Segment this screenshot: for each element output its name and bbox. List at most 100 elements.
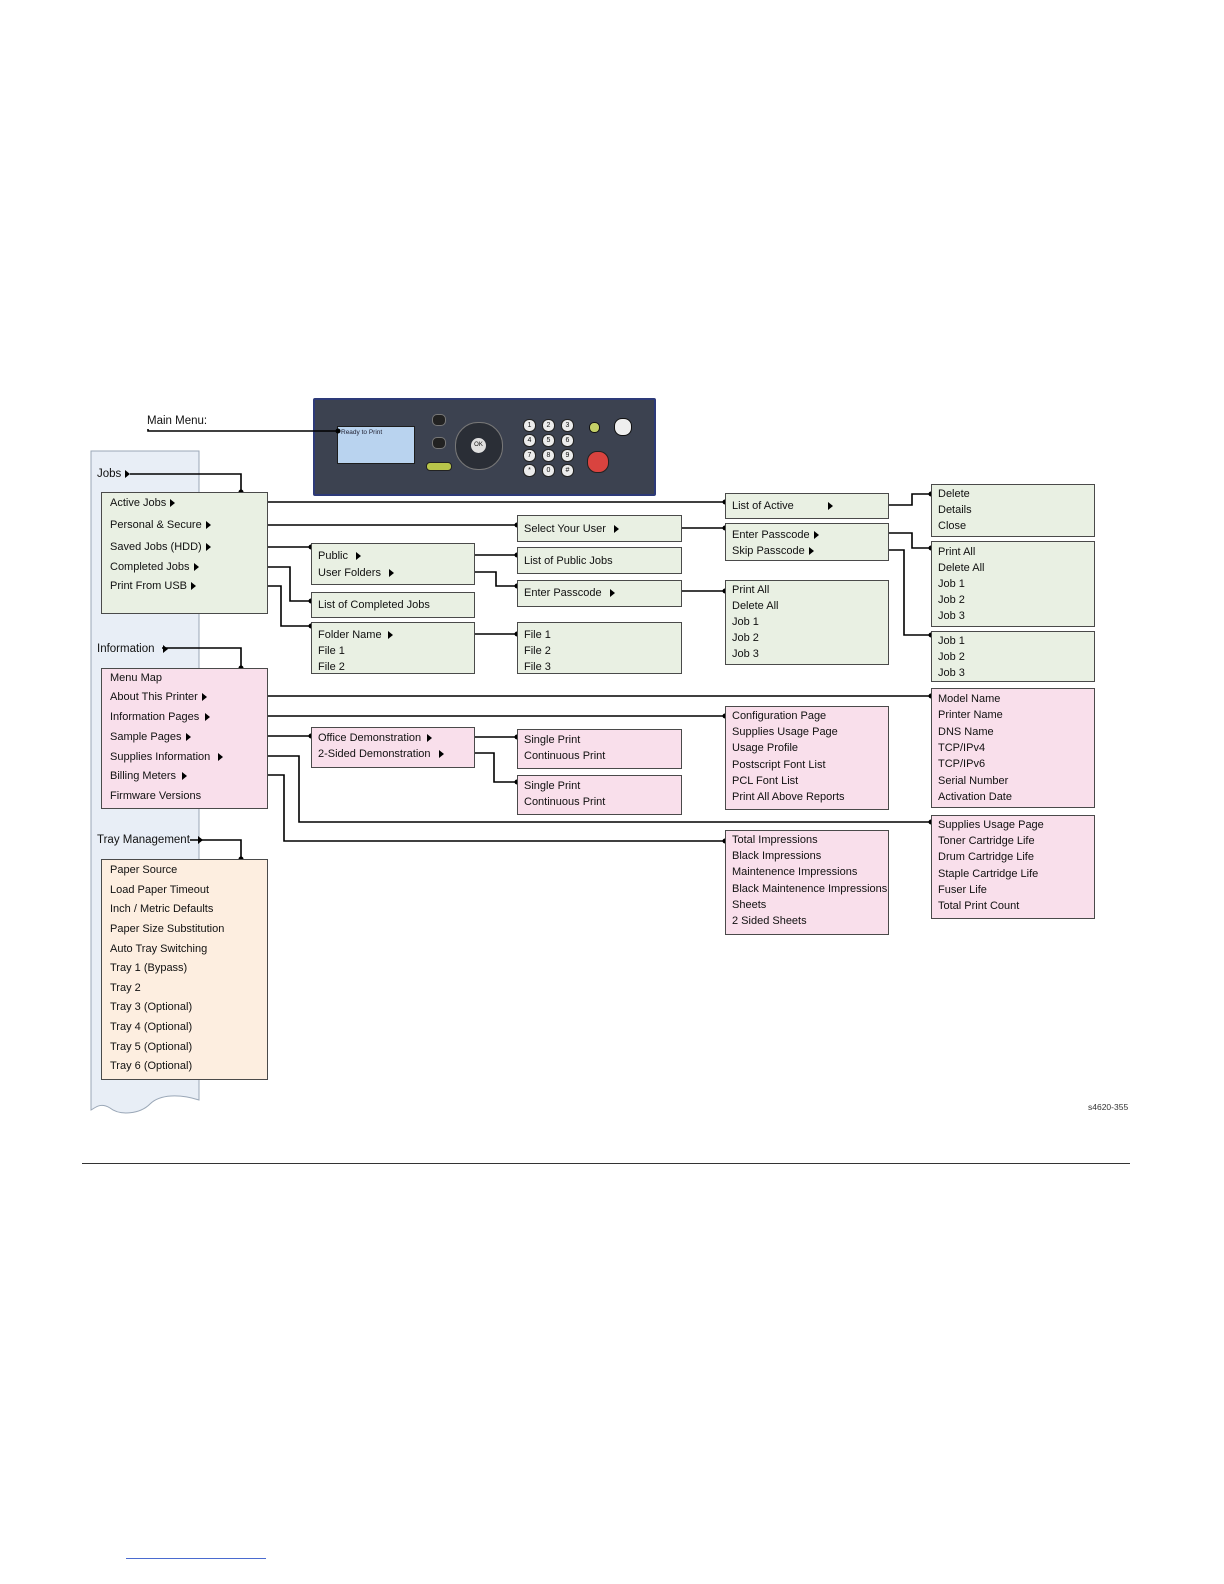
skip-jobs-box: Job 1 Job 2 Job 3 bbox=[931, 631, 1095, 682]
chevron-right-icon bbox=[613, 525, 619, 534]
menu-item-2-sided-demonstration[interactable]: 2-Sided Demonstration bbox=[318, 747, 444, 761]
list-item[interactable]: PCL Font List bbox=[732, 775, 799, 787]
list-item[interactable]: Single Print bbox=[524, 734, 581, 746]
ok-button[interactable]: OK bbox=[471, 438, 486, 453]
list-item[interactable]: Job 3 bbox=[732, 648, 759, 660]
keypad-key[interactable]: 0 bbox=[542, 464, 555, 477]
menu-item-print-from-usb[interactable]: Print From USB bbox=[110, 579, 197, 593]
keypad-key[interactable]: 9 bbox=[561, 449, 574, 462]
list-item[interactable]: Job 2 bbox=[732, 632, 759, 644]
menu-item-skip-passcode[interactable]: Skip Passcode bbox=[732, 544, 814, 558]
list-item[interactable]: Usage Profile bbox=[732, 742, 799, 754]
menu-item-select-your-user[interactable]: Select Your User bbox=[524, 522, 619, 536]
list-item[interactable]: Job 2 bbox=[938, 651, 965, 663]
stop-button[interactable] bbox=[587, 451, 609, 473]
menu-tray-management[interactable]: Tray Management bbox=[97, 833, 203, 847]
figure-id: s4620-355 bbox=[1088, 1102, 1129, 1112]
menu-item-menu-map[interactable]: Menu Map bbox=[110, 672, 162, 684]
menu-item-auto-tray-switching[interactable]: Auto Tray Switching bbox=[110, 943, 208, 955]
keypad-key[interactable]: 7 bbox=[523, 449, 536, 462]
list-item[interactable]: Job 1 bbox=[732, 616, 759, 628]
menu-item-tray-1[interactable]: Tray 1 (Bypass) bbox=[110, 962, 188, 974]
menu-item-tray-5[interactable]: Tray 5 (Optional) bbox=[110, 1041, 193, 1053]
list-item[interactable]: Print All Above Reports bbox=[732, 791, 845, 803]
menu-item-folder-name[interactable]: Folder Name bbox=[318, 628, 393, 642]
list-item[interactable]: Job 3 bbox=[938, 667, 965, 679]
menu-item-paper-size-substitution[interactable]: Paper Size Substitution bbox=[110, 923, 225, 935]
menu-item-completed-jobs[interactable]: Completed Jobs bbox=[110, 560, 199, 574]
panel-button-menu[interactable] bbox=[432, 414, 446, 426]
list-item[interactable]: File 2 bbox=[524, 645, 551, 657]
list-item[interactable]: Job 2 bbox=[938, 594, 965, 606]
list-item[interactable]: File 3 bbox=[524, 661, 551, 673]
list-item[interactable]: Single Print bbox=[524, 780, 581, 792]
chevron-right-icon bbox=[125, 469, 131, 478]
menu-item-office-demonstration[interactable]: Office Demonstration bbox=[318, 731, 433, 745]
keypad-key[interactable]: 1 bbox=[523, 419, 536, 432]
usb-files-box: File 1 File 2 File 3 bbox=[517, 622, 682, 674]
menu-item-enter-passcode[interactable]: Enter Passcode bbox=[732, 528, 819, 542]
list-item[interactable]: Job 1 bbox=[938, 635, 965, 647]
menu-item-active-jobs[interactable]: Active Jobs bbox=[110, 496, 176, 510]
list-item[interactable]: Print All bbox=[732, 584, 770, 596]
menu-item-public[interactable]: Public bbox=[318, 549, 361, 563]
menu-item-personal-secure[interactable]: Personal & Secure bbox=[110, 518, 211, 532]
keypad-key[interactable]: * bbox=[523, 464, 536, 477]
menu-item-tray-6[interactable]: Tray 6 (Optional) bbox=[110, 1060, 193, 1072]
chevron-right-icon bbox=[808, 547, 814, 556]
menu-item-tray-2[interactable]: Tray 2 bbox=[110, 982, 141, 994]
lcd-display: Ready to Print bbox=[337, 426, 415, 464]
menu-item-load-paper-timeout[interactable]: Load Paper Timeout bbox=[110, 884, 210, 896]
list-item[interactable]: List of Public Jobs bbox=[524, 555, 613, 567]
menu-item-billing-meters[interactable]: Billing Meters bbox=[110, 769, 188, 783]
keypad-key[interactable]: 3 bbox=[561, 419, 574, 432]
list-item[interactable]: Details bbox=[938, 504, 972, 516]
chevron-right-icon bbox=[205, 521, 211, 530]
menu-item-sample-pages[interactable]: Sample Pages bbox=[110, 730, 191, 744]
list-item[interactable]: File 2 bbox=[318, 661, 345, 673]
keypad-key[interactable]: # bbox=[561, 464, 574, 477]
list-item[interactable]: Print All bbox=[938, 546, 976, 558]
menu-item-firmware-versions[interactable]: Firmware Versions bbox=[110, 790, 202, 802]
menu-item-information-pages[interactable]: Information Pages bbox=[110, 710, 211, 724]
list-item[interactable]: Close bbox=[938, 520, 967, 532]
menu-item-supplies-information[interactable]: Supplies Information bbox=[110, 750, 224, 764]
menu-item-saved-jobs[interactable]: Saved Jobs (HDD) bbox=[110, 540, 211, 554]
navigation-pad[interactable]: OK bbox=[455, 422, 503, 470]
menu-item-inch-metric-defaults[interactable]: Inch / Metric Defaults bbox=[110, 903, 214, 915]
list-item: 2 Sided Sheets bbox=[732, 915, 807, 927]
keypad-key[interactable]: 2 bbox=[542, 419, 555, 432]
list-item[interactable]: File 1 bbox=[524, 629, 551, 641]
list-item: Printer Name bbox=[938, 709, 1003, 721]
list-item[interactable]: Job 3 bbox=[938, 610, 965, 622]
keypad-key[interactable]: 6 bbox=[561, 434, 574, 447]
keypad-key[interactable]: 8 bbox=[542, 449, 555, 462]
list-item[interactable]: Configuration Page bbox=[732, 710, 827, 722]
menu-item-about-this-printer[interactable]: About This Printer bbox=[110, 690, 207, 704]
usb-submenu: Folder Name File 1 File 2 bbox=[311, 622, 475, 674]
list-item[interactable]: Job 1 bbox=[938, 578, 965, 590]
power-saver-button[interactable] bbox=[614, 418, 632, 436]
menu-jobs[interactable]: Jobs bbox=[97, 467, 131, 481]
list-item[interactable]: Continuous Print bbox=[524, 796, 606, 808]
menu-information[interactable]: Information bbox=[97, 642, 168, 656]
list-item[interactable]: Supplies Usage Page bbox=[732, 726, 838, 738]
menu-item-tray-3[interactable]: Tray 3 (Optional) bbox=[110, 1001, 193, 1013]
panel-button-back[interactable] bbox=[432, 437, 446, 449]
menu-item-paper-source[interactable]: Paper Source bbox=[110, 864, 178, 876]
menu-item-user-folders[interactable]: User Folders bbox=[318, 566, 394, 580]
list-item[interactable]: Delete bbox=[938, 488, 970, 500]
menu-item-enter-passcode[interactable]: Enter Passcode bbox=[524, 586, 615, 600]
keypad-key[interactable]: 4 bbox=[523, 434, 536, 447]
list-item: Drum Cartridge Life bbox=[938, 851, 1034, 863]
list-item[interactable]: File 1 bbox=[318, 645, 345, 657]
menu-item-list-of-active[interactable]: List of Active bbox=[732, 499, 833, 513]
menu-item-tray-4[interactable]: Tray 4 (Optional) bbox=[110, 1021, 193, 1033]
list-item[interactable]: Continuous Print bbox=[524, 750, 606, 762]
list-item[interactable]: Delete All bbox=[938, 562, 985, 574]
list-item[interactable]: Delete All bbox=[732, 600, 779, 612]
list-item[interactable]: Postscript Font List bbox=[732, 759, 826, 771]
keypad-key[interactable]: 5 bbox=[542, 434, 555, 447]
list-item[interactable]: List of Completed Jobs bbox=[318, 599, 430, 611]
help-button[interactable] bbox=[589, 422, 600, 433]
